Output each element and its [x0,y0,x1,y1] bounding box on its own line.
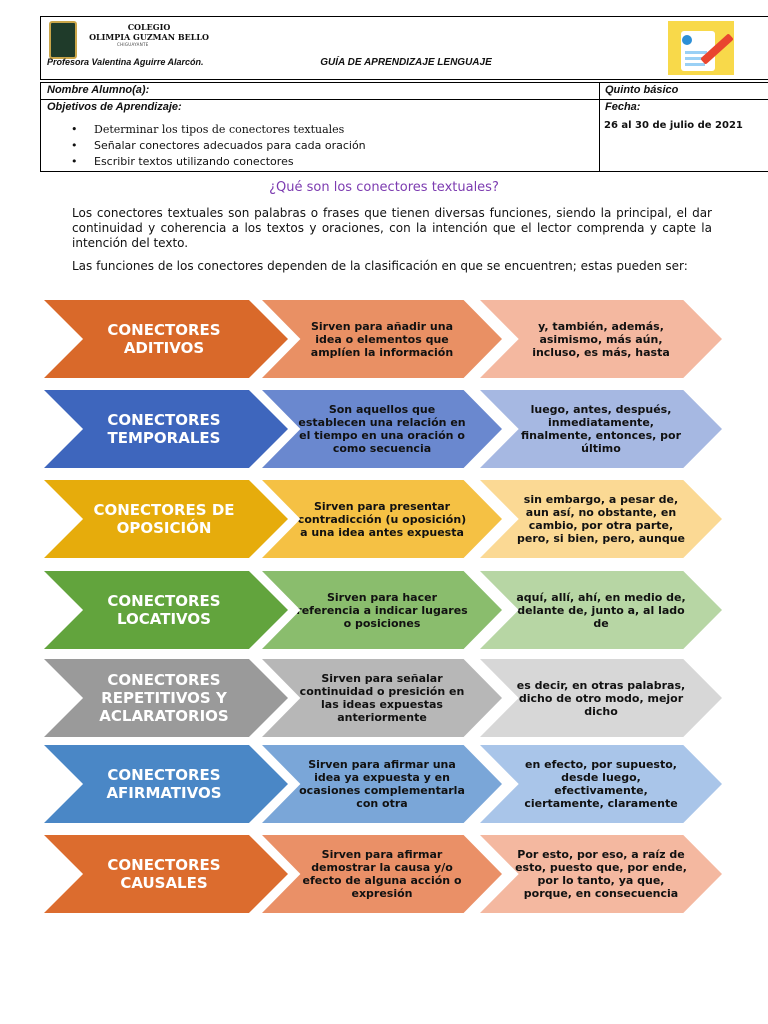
objective-text: Escribir textos utilizando conectores [94,155,294,168]
student-info-table: Nombre Alumno(a): Quinto básico Objetivo… [40,82,768,172]
section-question: ¿Qué son los conectores textuales? [269,180,499,195]
connector-examples: es decir, en otras palabras, dicho de ot… [480,659,722,737]
school-name-line2: OLIMPIA GUZMAN BELLO [89,32,209,42]
connector-title: CONECTORES CAUSALES [44,835,288,913]
student-name-label: Nombre Alumno(a): [47,84,150,96]
school-city: CHIGUAYANTE [117,42,149,47]
objective-text: Señalar conectores adecuados para cada o… [94,139,366,152]
date-label: Fecha: [605,101,641,113]
connector-description: Sirven para hacer referencia a indicar l… [262,571,502,649]
objectives-label: Objetivos de Aprendizaje: [47,101,182,113]
objective-item: •Determinar los tipos de conectores text… [71,123,345,136]
connector-title: CONECTORES DE OPOSICIÓN [44,480,288,558]
connector-description: Sirven para presentar contradicción (u o… [262,480,502,558]
connector-examples: luego, antes, después, inmediatamente, f… [480,390,722,468]
connector-title: CONECTORES ADITIVOS [44,300,288,378]
connector-title: CONECTORES TEMPORALES [44,390,288,468]
connector-examples: en efecto, por supuesto, desde luego, ef… [480,745,722,823]
connector-description: Son aquellos que establecen una relación… [262,390,502,468]
intro-paragraph: Los conectores textuales son palabras o … [72,206,712,250]
document-header: COLEGIO OLIMPIA GUZMAN BELLO CHIGUAYANTE… [40,16,768,80]
connector-title: CONECTORES REPETITIVOS Y ACLARATORIOS [44,659,288,737]
school-name-line1: COLEGIO [127,22,171,32]
guide-title: GUÍA DE APRENDIZAJE LENGUAJE [320,57,492,68]
connector-examples: aquí, allí, ahí, en medio de, delante de… [480,571,722,649]
connector-description: Sirven para señalar continuidad o presic… [262,659,502,737]
connector-title: CONECTORES AFIRMATIVOS [44,745,288,823]
school-logo [49,21,77,59]
objectives-list: •Determinar los tipos de conectores text… [51,123,366,171]
connector-examples: y, también, además, asimismo, más aún, i… [480,300,722,378]
date-value: 26 al 30 de julio de 2021 [604,120,743,131]
objective-text: Determinar los tipos de conectores textu… [94,123,345,136]
connector-examples: Por esto, por eso, a raíz de esto, puest… [480,835,722,913]
connector-examples: sin embargo, a pesar de, aun así, no obs… [480,480,722,558]
connector-description: Sirven para afirmar demostrar la causa y… [262,835,502,913]
grade-label: Quinto básico [605,84,679,96]
writing-icon [668,21,734,75]
connector-description: Sirven para añadir una idea o elementos … [262,300,502,378]
connector-description: Sirven para afirmar una idea ya expuesta… [262,745,502,823]
functions-paragraph: Las funciones de los conectores dependen… [72,259,688,273]
teacher-name: Profesora Valentina Aguirre Alarcón. [47,57,204,67]
student-row [41,83,768,100]
connector-title: CONECTORES LOCATIVOS [44,571,288,649]
objective-item: •Escribir textos utilizando conectores [71,155,294,168]
school-name: COLEGIO OLIMPIA GUZMAN BELLO [79,22,219,42]
objective-item: •Señalar conectores adecuados para cada … [71,139,366,152]
